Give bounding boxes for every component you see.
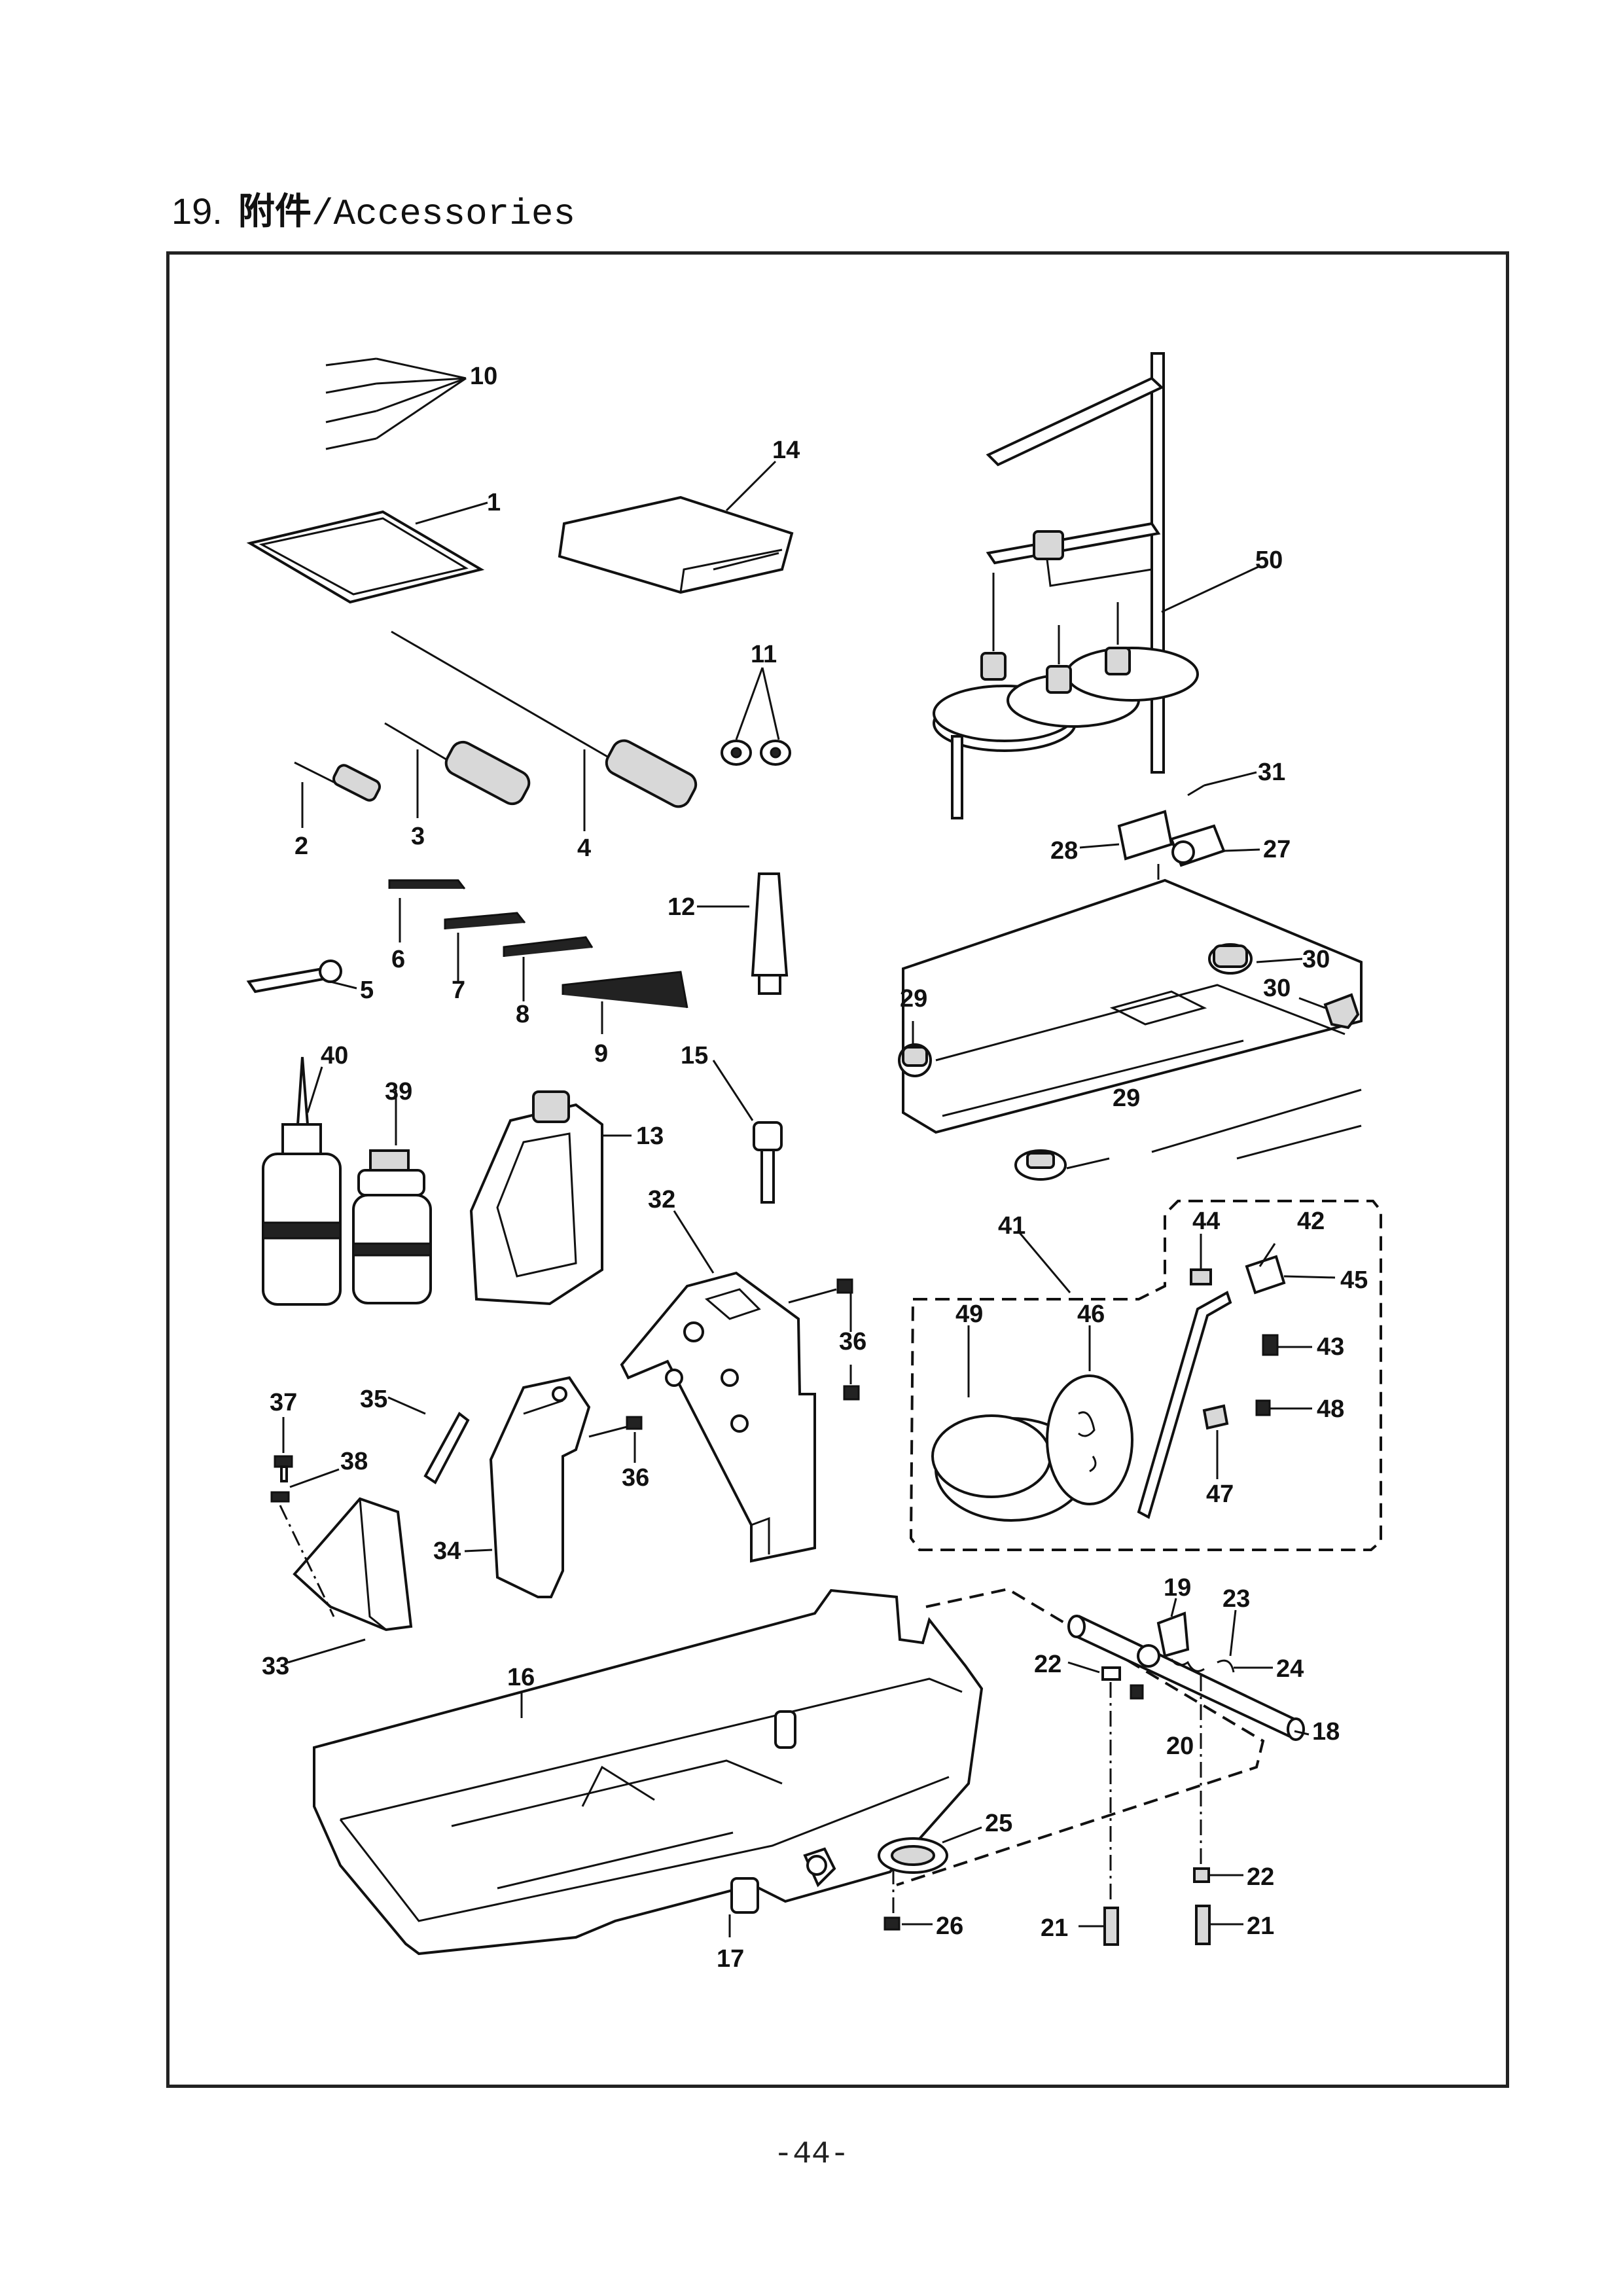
ref-label-21-left: 21 — [1041, 1914, 1068, 1942]
section-title-english: /Accessories — [311, 193, 576, 235]
ref-label-32: 32 — [648, 1186, 675, 1213]
ref-label-4: 4 — [577, 834, 591, 862]
ref-label-41: 41 — [998, 1212, 1026, 1240]
cover-cloth-drawing — [558, 460, 794, 594]
ref-label-34: 34 — [433, 1537, 461, 1565]
ref-label-33: 33 — [262, 1653, 289, 1680]
ref-label-14: 14 — [772, 437, 800, 464]
ref-label-38: 38 — [340, 1448, 368, 1475]
ref-label-27: 27 — [1263, 836, 1291, 863]
wrench-and-hex-keys-drawing — [246, 879, 688, 1034]
ref-label-15: 15 — [681, 1042, 708, 1069]
section-title-chinese: 附件 — [238, 190, 312, 233]
ref-label-19: 19 — [1164, 1574, 1191, 1602]
ref-label-46: 46 — [1077, 1300, 1105, 1328]
kit-outline-drawing — [909, 1200, 1382, 1551]
page-number: -44- — [774, 2137, 849, 2172]
ref-label-2: 2 — [294, 833, 308, 860]
thread-stand-drawing — [933, 352, 1260, 819]
ref-label-30-lower: 30 — [1263, 975, 1291, 1002]
shield-and-screw-drawing — [270, 1417, 413, 1664]
bobbin-winder-drawing — [931, 1234, 1336, 1522]
ref-label-45: 45 — [1340, 1266, 1368, 1294]
oil-containers-drawing — [262, 1056, 632, 1306]
ref-label-13: 13 — [636, 1122, 664, 1150]
ref-label-22-upper: 22 — [1034, 1651, 1061, 1678]
ref-label-9: 9 — [594, 1040, 608, 1067]
ref-label-28: 28 — [1050, 837, 1078, 865]
ref-label-8: 8 — [516, 1001, 529, 1028]
ref-label-17: 17 — [717, 1945, 744, 1973]
stand-bracket-drawing — [1079, 771, 1260, 982]
ref-label-30-upper: 30 — [1302, 946, 1330, 973]
accessory-bag-drawing — [246, 501, 488, 604]
ref-label-44: 44 — [1192, 1208, 1220, 1235]
rear-cover-drawing — [387, 1376, 643, 1598]
ref-label-6: 6 — [391, 946, 405, 973]
ref-label-25: 25 — [985, 1810, 1012, 1837]
ref-label-12: 12 — [668, 893, 695, 921]
ref-label-36-upper: 36 — [839, 1328, 866, 1355]
ref-label-18: 18 — [1312, 1718, 1340, 1746]
ref-label-29-left: 29 — [900, 985, 927, 1013]
bobbins-drawing — [721, 667, 791, 766]
ref-label-39: 39 — [385, 1078, 412, 1105]
ref-label-11: 11 — [751, 641, 777, 668]
section-number: 19. — [171, 190, 223, 232]
ref-label-35: 35 — [360, 1386, 387, 1413]
reference-numbers: 10 14 1 50 11 31 2 3 4 28 27 12 30 6 5 7… — [262, 363, 1368, 1973]
ref-label-1: 1 — [487, 489, 501, 516]
ref-label-26: 26 — [936, 1912, 963, 1940]
ref-label-31: 31 — [1258, 759, 1285, 786]
pan-fittings-drawing — [728, 1826, 982, 1937]
section-heading: 19. 附件/Accessories — [171, 182, 575, 235]
diagram-frame — [166, 251, 1509, 2088]
ref-label-48: 48 — [1317, 1395, 1344, 1423]
ref-label-43: 43 — [1317, 1333, 1344, 1361]
ref-label-21-right: 21 — [1247, 1912, 1274, 1940]
ref-label-20: 20 — [1166, 1732, 1194, 1760]
ref-label-5: 5 — [360, 977, 374, 1004]
screwdrivers-drawing — [294, 630, 698, 831]
ref-label-50: 50 — [1255, 547, 1283, 574]
ref-label-40: 40 — [321, 1042, 348, 1069]
ref-label-3: 3 — [411, 823, 425, 850]
oil-pan-drawing — [313, 1588, 984, 1956]
pulley-cover-drawing — [620, 1210, 860, 1563]
needles-drawing — [325, 357, 467, 450]
oil-nozzle-and-pin-drawing — [697, 872, 789, 1204]
ref-label-36-lower: 36 — [622, 1464, 649, 1492]
ref-label-49: 49 — [955, 1300, 983, 1328]
ref-label-24: 24 — [1276, 1655, 1304, 1683]
knee-lifter-drawing — [896, 1587, 1310, 1946]
ref-label-22-lower: 22 — [1247, 1863, 1274, 1891]
ref-label-10: 10 — [470, 363, 497, 390]
table-underside-drawing — [898, 878, 1363, 1181]
ref-label-16: 16 — [507, 1664, 535, 1691]
ref-label-37: 37 — [270, 1389, 297, 1416]
ref-label-23: 23 — [1222, 1585, 1250, 1613]
ref-label-7: 7 — [452, 977, 465, 1004]
ref-label-42: 42 — [1297, 1208, 1325, 1235]
ref-label-29-right: 29 — [1113, 1085, 1140, 1112]
ref-label-47: 47 — [1206, 1480, 1234, 1508]
